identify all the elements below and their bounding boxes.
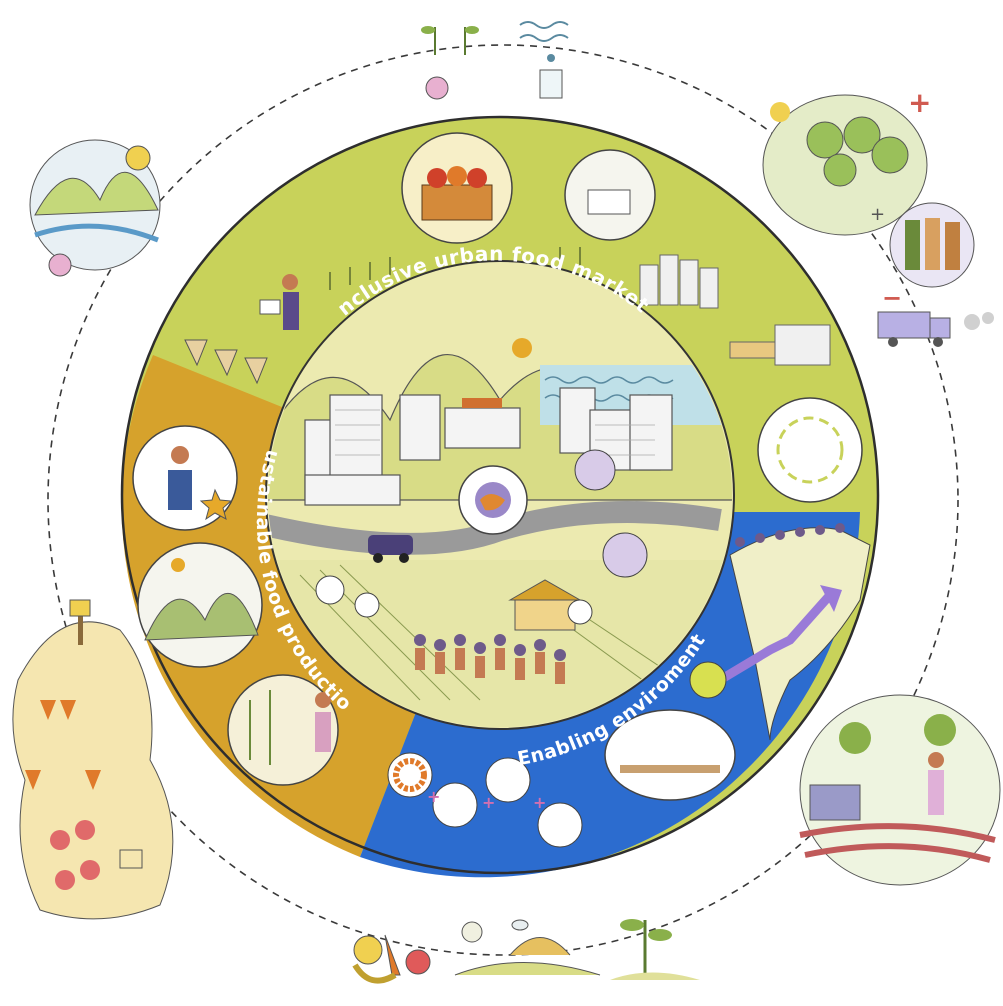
vegetable-child-icon — [537, 802, 583, 848]
svg-text:+: + — [427, 787, 440, 806]
markets-vignettes — [184, 132, 863, 503]
outer-cycle-vignettes: + + − — [12, 21, 1001, 984]
inner-city-scene — [265, 260, 735, 730]
environment-vignettes: + + + — [387, 523, 871, 848]
market-stall-icon — [574, 449, 616, 491]
svg-text:+: + — [533, 793, 546, 812]
bulb-logo-icon — [432, 782, 478, 828]
garden-plot-icon — [12, 599, 174, 920]
agroforestry-scene-icon — [799, 694, 1001, 886]
apple-badge-icon — [567, 599, 593, 625]
seedlings-icon — [421, 26, 479, 100]
svg-text:+: + — [482, 793, 495, 812]
tennis-ball-icon — [689, 661, 727, 699]
svg-text:+: + — [870, 204, 885, 225]
farmer-with-sign — [259, 274, 299, 330]
delivery-truck-minus-icon: − — [877, 284, 994, 347]
grains-icon — [889, 202, 975, 288]
fruit-basket-icon — [352, 934, 431, 984]
compost-cycle-icon — [757, 397, 863, 503]
sprout-icon — [610, 919, 700, 980]
forest-plus-icon: + + — [762, 86, 931, 236]
vendor-icon — [602, 532, 648, 578]
gardener-icon — [227, 674, 339, 786]
production-vignettes — [132, 425, 339, 786]
outer-dashed-cycle — [47, 44, 959, 956]
carrot-badge-icon — [315, 575, 345, 605]
svg-text:−: − — [882, 284, 902, 312]
svg-text:+: + — [908, 86, 931, 119]
valley-river-icon — [29, 139, 161, 277]
document-icon — [485, 757, 531, 803]
tomato-badge-icon — [354, 592, 380, 618]
organic-waste-icon — [454, 919, 601, 976]
water-glass-icon — [519, 21, 569, 99]
community-meeting-icon — [604, 709, 736, 801]
